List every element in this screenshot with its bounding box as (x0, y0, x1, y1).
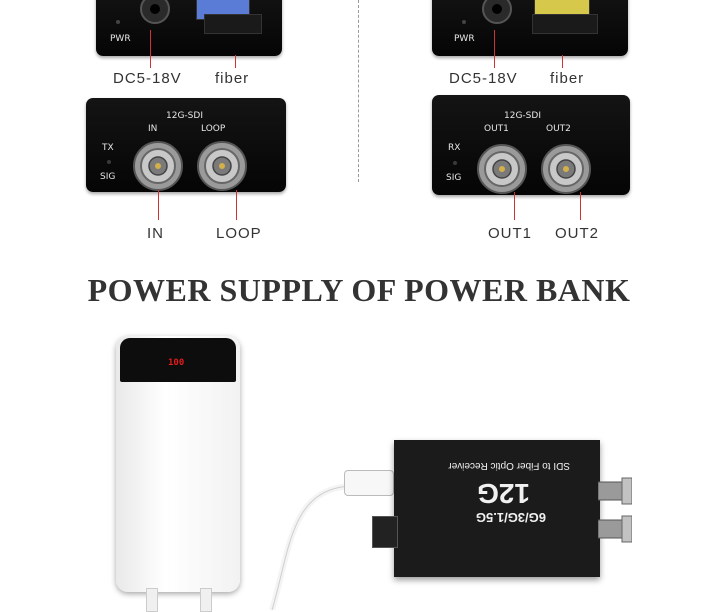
battery-level-display: 100 (168, 358, 185, 368)
loop-caption: LOOP (216, 225, 262, 242)
dc-jack-icon (140, 0, 170, 24)
bnc-in-connector-icon (133, 141, 183, 191)
sfp-port-icon (372, 516, 398, 548)
out1-leader-line (514, 192, 515, 220)
receiver-model-text: 12G (477, 478, 530, 509)
transmitter-front-panel: 12G-SDI IN LOOP TX SIG (86, 98, 286, 192)
receiver-back-panel: PWR (432, 0, 628, 56)
power-bank-display-panel: 100 (120, 338, 236, 382)
dc-caption: DC5-18V (113, 70, 182, 87)
transmitter-back-panel: PWR (96, 0, 282, 56)
pwr-led-icon (462, 20, 466, 24)
dc-caption: DC5-18V (449, 70, 518, 87)
dc-leader-line (494, 30, 495, 68)
out1-caption: OUT1 (488, 225, 533, 242)
in-caption: IN (147, 225, 164, 242)
led2-label: SIG (446, 173, 462, 183)
dc-jack-icon (482, 0, 512, 24)
fiber-sfp-housing (204, 14, 262, 34)
bnc-out2-connector-icon (541, 144, 591, 194)
receiver-desc-text: SDI to Fiber Optic Receiver (448, 460, 570, 471)
out2-leader-line (580, 192, 581, 220)
port2-label: LOOP (201, 124, 226, 134)
divider (358, 0, 359, 182)
fiber-caption: fiber (215, 70, 250, 87)
bnc-out1-connector-icon (477, 144, 527, 194)
bnc-bottom-connector-icon (598, 515, 632, 543)
rx-led-icon (453, 161, 457, 165)
fiber-leader-line (235, 55, 236, 68)
in-leader-line (158, 190, 159, 220)
led1-label: TX (102, 143, 114, 153)
panel-header: 12G-SDI (504, 111, 541, 121)
loop-leader-line (236, 190, 237, 220)
fiber-receiver-box: 12G 6G/3G/1.5G SDI to Fiber Optic Receiv… (394, 440, 600, 577)
led1-label: RX (448, 143, 461, 153)
bnc-loop-connector-icon (197, 141, 247, 191)
dc-leader-line (150, 30, 151, 68)
fiber-leader-line (562, 55, 563, 68)
power-bank-plug-left (146, 588, 158, 612)
panel-header: 12G-SDI (166, 111, 203, 121)
receiver-front-panel: 12G-SDI OUT1 OUT2 RX SIG (432, 95, 630, 195)
power-bank: 100 (116, 336, 240, 592)
receiver-rates-text: 6G/3G/1.5G (475, 510, 546, 525)
pwr-label: PWR (454, 34, 475, 44)
usb-cable (269, 483, 351, 610)
bnc-top-connector-icon (598, 477, 632, 505)
power-bank-plug-right (200, 588, 212, 612)
micro-usb-plug-icon (344, 470, 394, 496)
port1-label: OUT1 (484, 124, 509, 134)
led2-label: SIG (100, 172, 116, 182)
port2-label: OUT2 (546, 124, 571, 134)
out2-caption: OUT2 (555, 225, 600, 242)
section-title: POWER SUPPLY OF POWER BANK (87, 272, 631, 308)
pwr-label: PWR (110, 34, 131, 44)
port1-label: IN (148, 124, 158, 134)
tx-led-icon (107, 160, 111, 164)
pwr-led-icon (116, 20, 120, 24)
fiber-caption: fiber (550, 70, 585, 87)
fiber-sfp-housing (532, 14, 598, 34)
